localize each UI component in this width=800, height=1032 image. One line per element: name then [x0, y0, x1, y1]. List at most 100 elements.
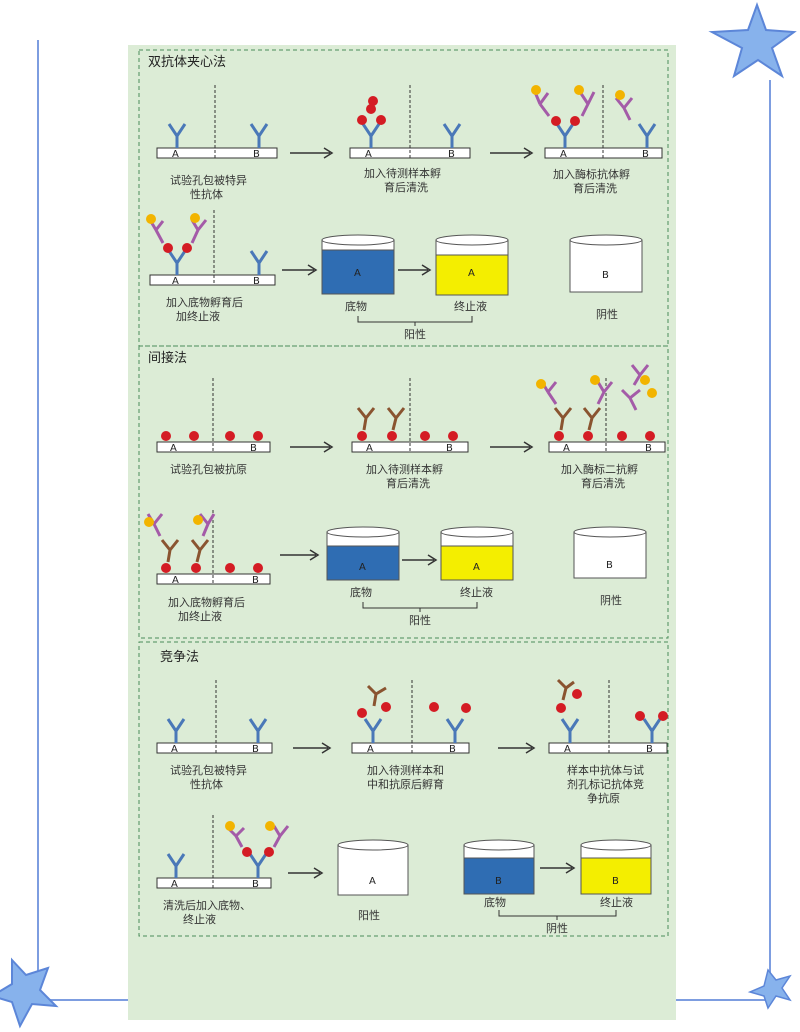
well-label-b: B	[252, 744, 259, 755]
bracket-line	[357, 316, 473, 326]
section-competitive-box	[138, 641, 669, 937]
beaker-letter: B	[602, 270, 609, 281]
bracket-label: 阳性	[404, 327, 426, 341]
antigen-icon	[357, 96, 386, 125]
star-bottom-left-decoration	[0, 957, 59, 1029]
beaker: A 终止液	[435, 234, 509, 313]
beaker-letter: A	[369, 876, 376, 887]
step-caption-line1: 试验孔包被特异	[170, 763, 247, 777]
beaker-label: 终止液	[600, 895, 633, 909]
well-label-a: A	[564, 744, 571, 755]
beaker-letter: A	[354, 268, 361, 279]
well-label-a: A	[171, 744, 178, 755]
beaker-label: 终止液	[454, 299, 487, 313]
beaker: A 底物	[321, 234, 395, 313]
step-caption-line1: 样本中抗体与试	[567, 763, 644, 777]
beaker-letter: B	[495, 876, 502, 887]
arrow-icon	[288, 867, 324, 879]
capture-antibody-icon	[560, 718, 662, 743]
arrow-icon	[398, 264, 432, 276]
s1-step3: A B 加入酶标抗体孵 育后清洗	[531, 85, 663, 195]
beaker-label: 底物	[345, 299, 367, 313]
enzyme-label-icon	[225, 821, 275, 831]
well-label-a: A	[560, 149, 567, 160]
antigen-icon	[554, 431, 655, 441]
well-strip	[351, 742, 470, 754]
beaker-label: 阳性	[358, 908, 380, 922]
s2-step1: A B 试验孔包被抗原	[156, 378, 271, 476]
capture-antibody-icon	[166, 853, 268, 878]
beaker: A 底物	[326, 526, 400, 599]
bracket-line	[498, 910, 617, 920]
well-label-a: A	[563, 443, 570, 454]
s2-step4: A B 加入底物孵育后 加终止液	[144, 510, 271, 623]
enzyme-antibody-icon	[540, 364, 650, 411]
well-label-a: A	[172, 149, 179, 160]
step-caption-line2: 中和抗原后孵育	[367, 777, 444, 791]
well-label-a: A	[172, 276, 179, 287]
beaker-label: 阴性	[600, 593, 622, 607]
capture-antibody-icon	[363, 718, 465, 743]
step-caption-line2: 育后清洗	[386, 476, 430, 490]
step-caption-line2: 加终止液	[178, 609, 222, 623]
well-label-a: A	[365, 149, 372, 160]
capture-antibody-icon	[361, 123, 462, 148]
antigen-icon	[161, 563, 263, 573]
beaker-letter: B	[606, 560, 613, 571]
s1-step4: A B 加入底物孵育后 加终止液	[146, 210, 276, 323]
beaker-letter: A	[359, 562, 366, 573]
enzyme-label-icon	[144, 515, 203, 527]
well-label-b: B	[253, 276, 260, 287]
antigen-icon	[242, 847, 274, 857]
well-label-b: B	[448, 149, 455, 160]
beaker-letter: B	[612, 876, 619, 887]
primary-antibody-icon	[356, 407, 406, 431]
well-label-b: B	[449, 744, 456, 755]
capture-antibody-icon	[166, 718, 268, 743]
arrow-icon	[290, 147, 334, 159]
step-caption-line2: 终止液	[183, 912, 216, 926]
step-caption-line1: 加入待测样本和	[367, 763, 444, 777]
step-caption-line1: 加入酶标二抗孵	[561, 462, 638, 476]
well-strip	[156, 441, 271, 453]
bracket-label: 阴性	[546, 921, 568, 935]
antigen-icon	[357, 431, 458, 441]
antigen-icon	[551, 116, 580, 126]
well-label-a: A	[367, 744, 374, 755]
s3-step1: A B 试验孔包被特异 性抗体	[156, 680, 273, 791]
beaker: B 阴性	[569, 234, 643, 321]
step-caption-line3: 争抗原	[587, 791, 620, 805]
s3-step4: A B 清洗后加入底物、 终止液	[156, 815, 290, 926]
well-strip	[156, 147, 278, 159]
section-sandwich-box	[138, 49, 669, 347]
s3-step3: A B 样本中抗体与试 剂孔标记抗体竞 争抗原	[548, 678, 668, 805]
capture-antibody-icon	[167, 250, 269, 275]
well-strip	[156, 573, 271, 585]
step-caption-line1: 试验孔包被抗原	[170, 462, 247, 476]
well-strip	[156, 742, 273, 754]
capture-antibody-icon	[555, 123, 657, 148]
step-caption-line2: 性抗体	[190, 777, 223, 791]
beaker: A 终止液	[440, 526, 514, 599]
star-bottom-right-decoration	[747, 968, 792, 1010]
well-strip	[548, 742, 668, 754]
primary-antibody-icon	[160, 539, 210, 563]
s2-step3: A B 加入酶标二抗孵 育后清洗	[536, 364, 666, 490]
sample-antibody-icon	[366, 684, 387, 707]
well-label-b: B	[446, 443, 453, 454]
beaker: B 阴性	[573, 526, 647, 607]
s1-step2: A B 加入待测样本孵 育后清洗	[349, 85, 471, 194]
well-strip	[156, 877, 272, 889]
arrow-icon	[282, 264, 318, 276]
arrow-icon	[490, 441, 534, 453]
arrow-icon	[293, 742, 332, 754]
arrow-icon	[540, 862, 576, 874]
beaker-label: 底物	[350, 585, 372, 599]
beaker-label: 底物	[484, 895, 506, 909]
well-label-b: B	[252, 575, 259, 586]
step-caption-line2: 加终止液	[176, 309, 220, 323]
star-top-right-decoration	[708, 2, 797, 79]
capture-antibody-icon	[167, 123, 269, 148]
arrow-icon	[402, 554, 438, 566]
enzyme-label-icon	[536, 375, 657, 398]
